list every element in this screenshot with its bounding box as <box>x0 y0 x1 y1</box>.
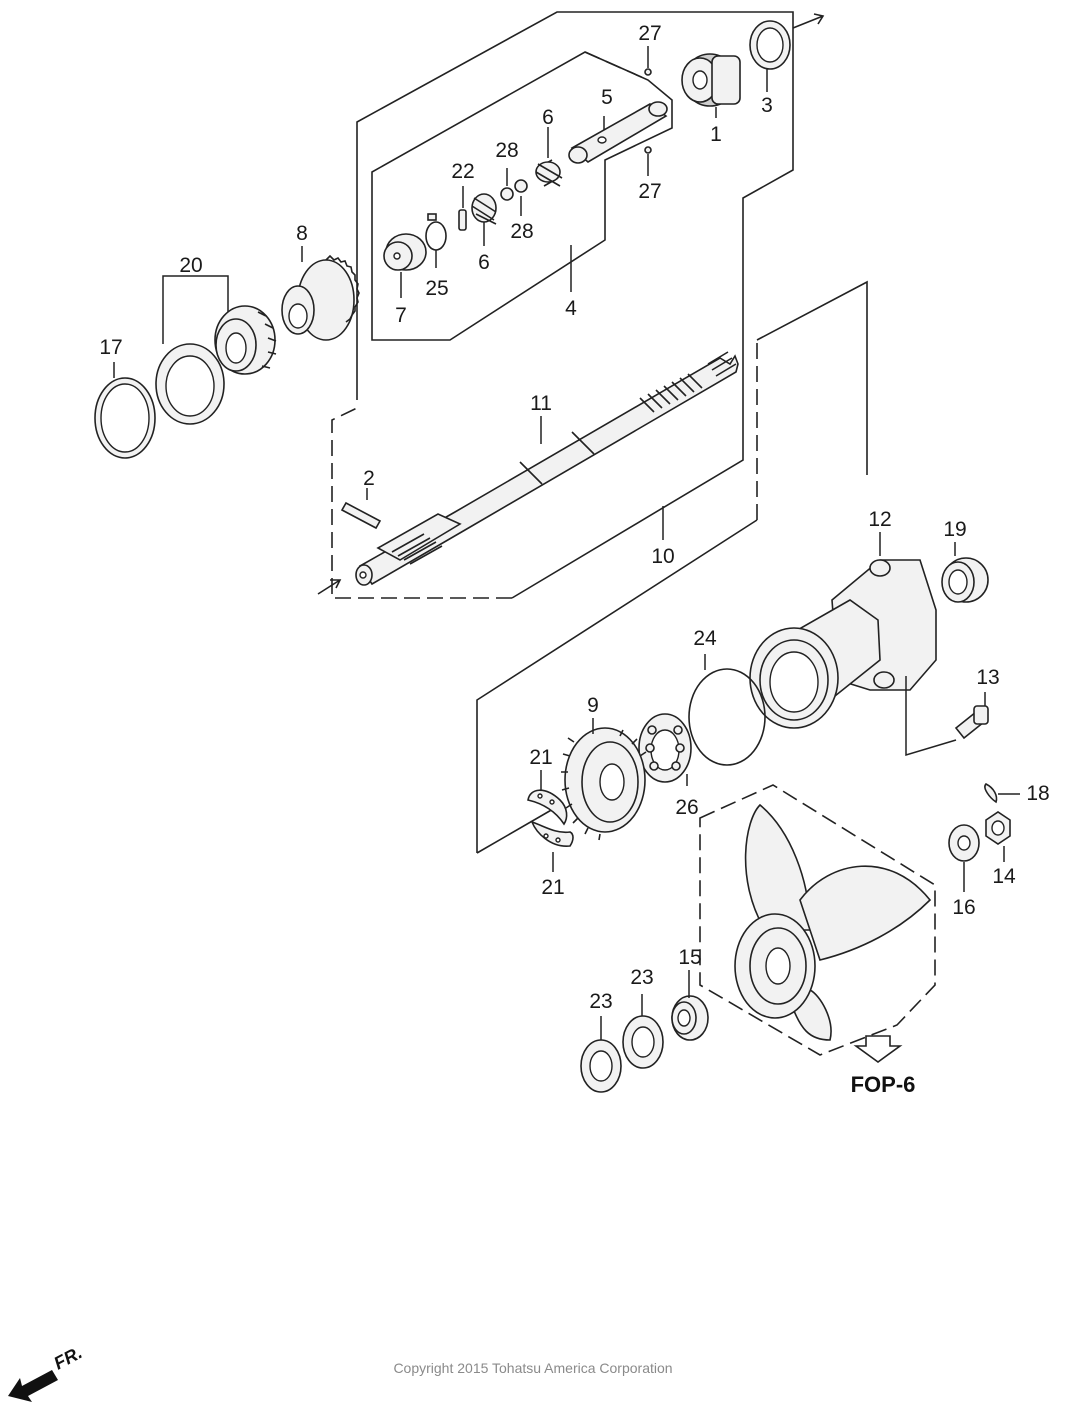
group-outline-10-arrow-left <box>317 579 342 595</box>
part-number-19: 19 <box>943 518 966 541</box>
front-arrow-icon <box>8 1370 58 1402</box>
part-number-5: 5 <box>601 86 613 109</box>
part-number-23a: 23 <box>589 990 612 1013</box>
bearing-race-20 <box>155 343 225 425</box>
needle-bearing-19 <box>941 557 989 603</box>
part-number-10: 10 <box>651 545 674 568</box>
part-number-22: 22 <box>451 160 474 183</box>
leader-lines <box>113 46 1020 1040</box>
part-number-11: 11 <box>530 392 552 415</box>
o-ring-24 <box>688 668 766 766</box>
part-number-13: 13 <box>976 666 999 689</box>
leader-13 <box>905 676 957 757</box>
ball-28a <box>500 187 514 201</box>
part-number-28a: 28 <box>495 139 518 162</box>
cotter-pin-18 <box>984 783 998 804</box>
plunger-7 <box>383 233 427 271</box>
group-outline-12 <box>476 280 868 853</box>
part-number-27a: 27 <box>638 22 661 45</box>
bevel-gear-8 <box>281 254 360 341</box>
ball-28b <box>514 179 528 193</box>
fop-reference-label: FOP-6 <box>851 1072 916 1097</box>
ring-3 <box>749 20 791 70</box>
propeller-outline <box>699 784 936 1056</box>
snap-ring-25 <box>425 213 447 251</box>
group-outline-10-dash <box>331 407 512 599</box>
spring-6a <box>535 159 563 187</box>
copyright-notice: Copyright 2015 Tohatsu America Corporati… <box>393 1360 673 1376</box>
part-number-9: 9 <box>587 694 599 717</box>
part-number-4: 4 <box>565 297 577 320</box>
oil-seal-23b <box>580 1039 622 1093</box>
pin-27b <box>644 146 652 154</box>
propeller <box>734 803 932 1041</box>
bolt-13 <box>954 705 989 740</box>
oil-seal-23a <box>622 1015 664 1069</box>
part-number-6b: 6 <box>478 251 490 274</box>
part-number-2: 2 <box>363 467 375 490</box>
bearing-housing-12 <box>749 559 937 729</box>
part-number-28b: 28 <box>510 220 533 243</box>
propeller-shaft-11 <box>355 351 739 586</box>
part-number-8: 8 <box>296 222 308 245</box>
spring-6b <box>471 193 497 225</box>
part-number-3: 3 <box>761 94 773 117</box>
fop-reference-arrow <box>853 1035 903 1063</box>
pin-22 <box>458 209 467 231</box>
part-number-6a: 6 <box>542 106 554 129</box>
part-number-7: 7 <box>395 304 407 327</box>
part-number-27b: 27 <box>638 180 661 203</box>
part-number-25: 25 <box>425 277 448 300</box>
group-outline-12-lower <box>476 804 561 854</box>
shifter-5 <box>568 101 668 164</box>
nut-14 <box>985 811 1011 845</box>
part-number-23b: 23 <box>630 966 653 989</box>
part-number-17: 17 <box>99 336 122 359</box>
part-number-20: 20 <box>179 254 202 277</box>
ball-bearing-26 <box>638 713 692 783</box>
group-outline-4-dash <box>584 51 649 81</box>
thrust-holder-15 <box>671 995 709 1041</box>
part-number-18: 18 <box>1026 782 1049 805</box>
bearing-20 <box>214 305 277 375</box>
part-number-26: 26 <box>675 796 698 819</box>
part-number-12: 12 <box>868 508 891 531</box>
part-number-21b: 21 <box>541 876 564 899</box>
part-number-1: 1 <box>710 123 722 146</box>
part-number-16: 16 <box>952 896 975 919</box>
part-number-21a: 21 <box>529 746 552 769</box>
clutch-dog <box>681 53 741 107</box>
pin-27a <box>644 68 652 76</box>
part-number-14: 14 <box>992 865 1016 888</box>
part-number-15: 15 <box>678 946 701 969</box>
group-outline-10-arrow <box>792 13 825 29</box>
pin-2 <box>340 501 382 530</box>
group-outline-4 <box>371 51 673 341</box>
bevel-gear-9 <box>561 727 647 841</box>
group-outline-10 <box>356 11 794 599</box>
shim-17 <box>94 377 156 459</box>
retainer-21b <box>530 820 574 847</box>
retainer-21a <box>527 789 568 826</box>
washer-16 <box>948 824 980 862</box>
part-number-24: 24 <box>693 627 717 650</box>
